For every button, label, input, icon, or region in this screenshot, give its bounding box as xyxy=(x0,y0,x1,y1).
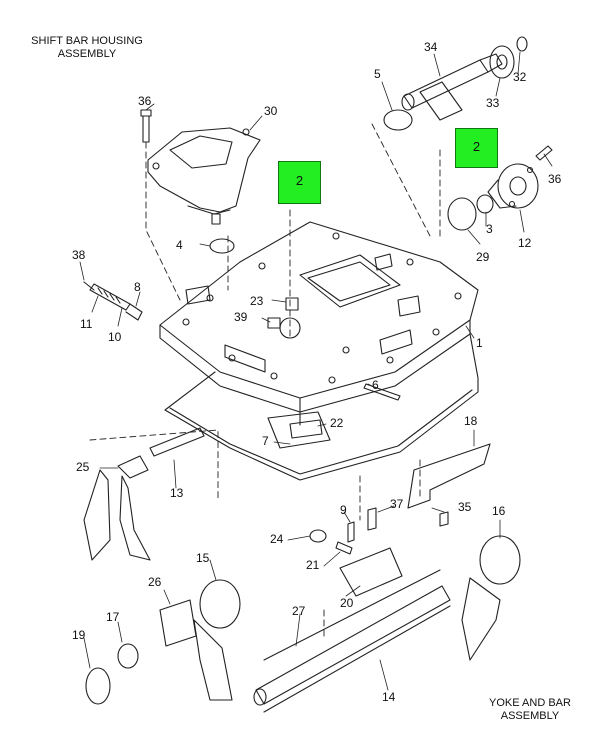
gasket-outline xyxy=(164,333,479,481)
callout-17: 17 xyxy=(106,610,120,624)
highlight-part-2-right: 2 xyxy=(455,128,498,168)
leader-lines xyxy=(79,51,553,691)
callout-1: 1 xyxy=(476,336,483,350)
callout-25: 25 xyxy=(76,460,90,474)
callout-7: 7 xyxy=(262,434,269,448)
block-20 xyxy=(339,547,403,597)
callout-37: 37 xyxy=(390,497,404,511)
callout-36-left: 36 xyxy=(138,94,152,108)
callout-6: 6 xyxy=(372,378,379,392)
spring-11 xyxy=(83,281,131,311)
callout-8: 8 xyxy=(134,280,141,294)
bar-27 xyxy=(253,569,451,713)
callout-11: 11 xyxy=(80,317,93,331)
callout-32: 32 xyxy=(513,70,527,84)
o-ring-3 xyxy=(476,194,494,214)
ring-17 xyxy=(117,643,139,669)
callout-13: 13 xyxy=(170,486,184,500)
callout-36-right: 36 xyxy=(548,172,562,186)
shaft-34 xyxy=(401,53,503,121)
callout-15: 15 xyxy=(196,551,210,565)
callout-4: 4 xyxy=(176,238,183,252)
plunger-8 xyxy=(125,303,143,321)
callout-23: 23 xyxy=(250,294,264,308)
cover-block-30 xyxy=(147,127,261,225)
assembly-lines xyxy=(89,123,441,641)
callout-24: 24 xyxy=(270,532,284,546)
plug-24 xyxy=(309,529,327,543)
callout-10: 10 xyxy=(108,330,122,344)
o-ring-5 xyxy=(383,109,413,131)
callout-3: 3 xyxy=(486,222,493,236)
yoke-15 xyxy=(193,579,241,701)
callout-12: 12 xyxy=(518,236,532,250)
caption-shift-bar-housing: SHIFT BAR HOUSING ASSEMBLY xyxy=(31,35,143,60)
callout-35: 35 xyxy=(458,500,472,514)
callout-33: 33 xyxy=(486,96,500,110)
callout-9: 9 xyxy=(340,503,347,517)
o-ring-4 xyxy=(209,238,235,254)
shift-bar-13 xyxy=(83,427,205,561)
callout-19: 19 xyxy=(72,628,86,642)
highlight-part-2-top: 2 xyxy=(278,161,321,204)
plug-23 xyxy=(285,297,299,311)
callout-21: 21 xyxy=(306,558,320,572)
bolt-35 xyxy=(439,511,449,527)
callout-29: 29 xyxy=(476,250,490,264)
o-ring-29 xyxy=(447,197,477,231)
bolt-36-right xyxy=(535,145,553,161)
callout-38: 38 xyxy=(72,248,86,262)
callout-18: 18 xyxy=(464,414,478,428)
bolt-37 xyxy=(367,507,377,531)
callout-39: 39 xyxy=(234,310,248,324)
plate-22 xyxy=(289,419,323,439)
block-26 xyxy=(159,599,197,647)
yoke-16 xyxy=(461,535,521,661)
disc-33 xyxy=(489,45,515,79)
callout-14: 14 xyxy=(382,690,396,704)
clip-32 xyxy=(516,36,528,52)
bracket-18 xyxy=(407,443,491,509)
caption-yoke-and-bar: YOKE AND BAR ASSEMBLY xyxy=(489,697,571,722)
bolt-36-left xyxy=(140,109,152,143)
shift-bar-housing-plate xyxy=(159,221,479,413)
callout-22: 22 xyxy=(330,416,344,430)
callout-34: 34 xyxy=(424,40,438,54)
callout-16: 16 xyxy=(492,504,506,518)
pin-9 xyxy=(347,521,355,543)
callout-27: 27 xyxy=(292,604,306,618)
housing-12 xyxy=(487,163,539,209)
plug-39 xyxy=(267,317,281,329)
callout-20: 20 xyxy=(340,596,354,610)
ring-19 xyxy=(85,667,111,705)
callout-26: 26 xyxy=(148,575,162,589)
callout-5: 5 xyxy=(374,67,381,81)
spring-21 xyxy=(335,541,353,555)
pin-6 xyxy=(363,383,401,401)
callout-30: 30 xyxy=(264,104,278,118)
